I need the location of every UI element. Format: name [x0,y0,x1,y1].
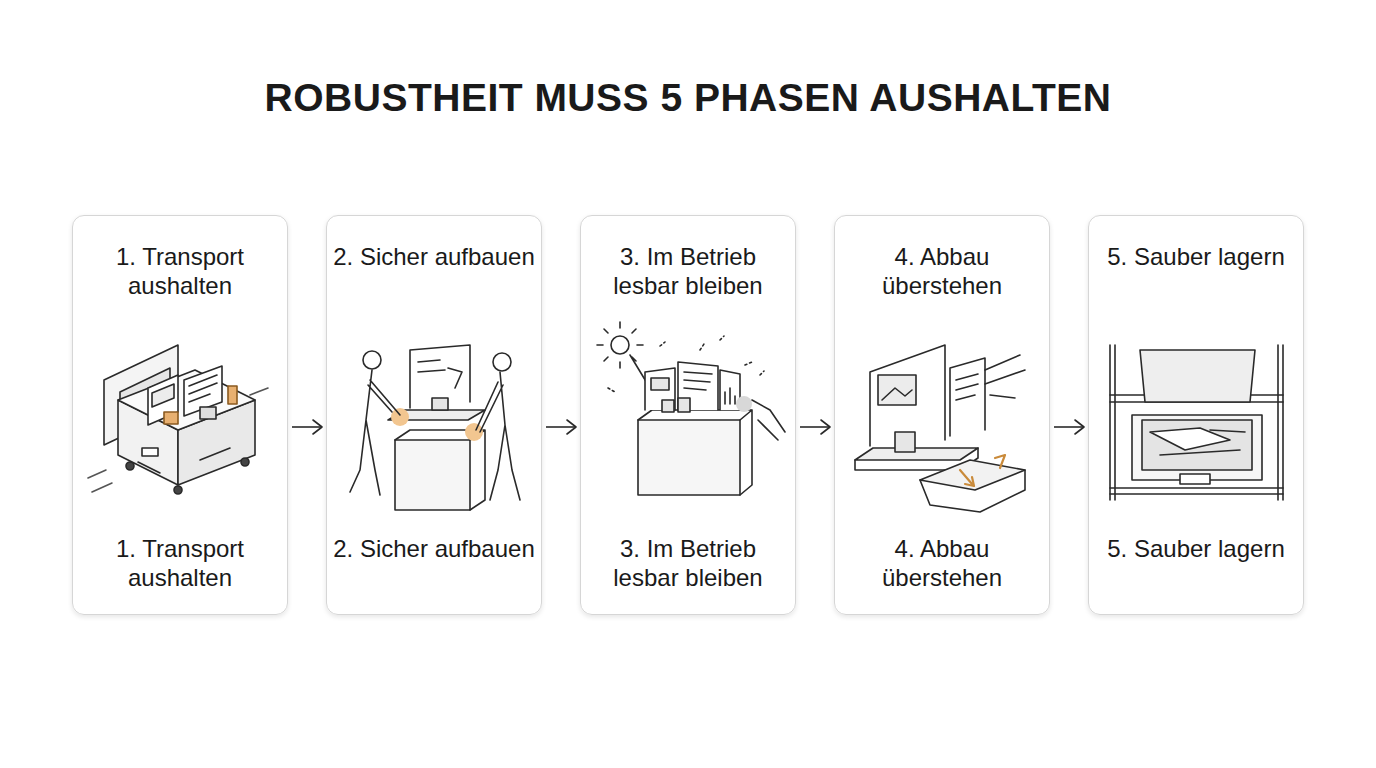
storage-icon [1110,345,1283,500]
phase-label: 1. Transport aushalten [79,534,281,592]
phase-heading: 3. Im Betrieb lesbar bleiben [587,242,789,300]
phase-label: 5. Sauber lagern [1095,534,1297,563]
flight-case-icon [88,345,268,494]
diagram-title: ROBUSTHEIT MUSS 5 PHASEN AUSHALTEN [0,76,1376,120]
phase-card: 3. Im Betrieb lesbar bleiben 3. Im Betrie… [580,215,796,615]
operation-icon [597,322,785,495]
flow-arrow [800,420,830,434]
phase-label: 2. Sicher aufbauen [333,534,535,563]
flow-arrow [546,420,576,434]
setup-icon [350,345,520,510]
phase-card: 2. Sicher aufbauen 2. Sicher aufbauen [326,215,542,615]
phase-heading: 2. Sicher aufbauen [333,242,535,271]
flow-arrow [1054,420,1084,434]
phase-heading: 5. Sauber lagern [1095,242,1297,271]
flow-arrow [292,420,322,434]
phase-card: 5. Sauber lagern 5. Sauber lagern [1088,215,1304,615]
phase-card: 1. Transport aushalten 1. Transport ausha… [72,215,288,615]
phase-label: 3. Im Betrieb lesbar bleiben [587,534,789,592]
phase-label: 4. Abbau überstehen [841,534,1043,592]
phase-card: 4. Abbau überstehen 4. Abbau überstehen [834,215,1050,615]
phase-heading: 4. Abbau überstehen [841,242,1043,300]
dismantle-icon [855,345,1025,512]
phase-heading: 1. Transport aushalten [79,242,281,300]
